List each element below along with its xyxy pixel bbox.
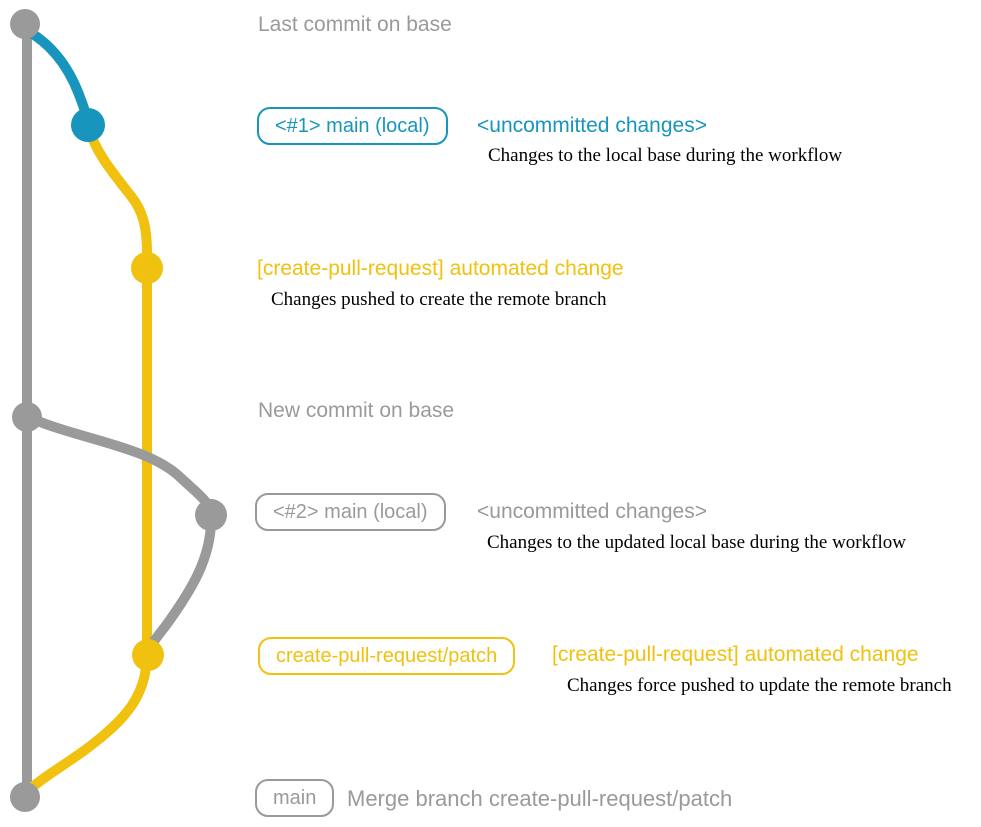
note-last-commit-on-base: Last commit on base bbox=[258, 13, 452, 36]
commit-title-automated-2: [create-pull-request] automated change bbox=[552, 643, 919, 666]
commit-node-automated-1 bbox=[131, 252, 163, 284]
rebase-into-patch-path bbox=[143, 512, 217, 662]
branch-tag-patch: create-pull-request/patch bbox=[258, 637, 516, 675]
branch-tag-local-main-2: <#2> main (local) bbox=[255, 493, 446, 531]
note-new-commit-on-base: New commit on base bbox=[258, 399, 455, 422]
branch-tag-local-main-1: <#1> main (local) bbox=[257, 107, 448, 145]
commit-node-local-main-2 bbox=[195, 499, 227, 531]
commit-desc-automated-1: Changes pushed to create the remote bran… bbox=[271, 289, 607, 310]
merge-patch-path bbox=[21, 650, 152, 798]
commit-node-local-main-1 bbox=[71, 108, 105, 142]
patch-branch-line bbox=[83, 120, 152, 661]
commit-title-automated-1: [create-pull-request] automated change bbox=[257, 257, 624, 280]
local-main-branch-path bbox=[21, 25, 93, 130]
updated-local-main-path bbox=[23, 412, 216, 522]
commit-desc-uncommitted-1: Changes to the local base during the wor… bbox=[488, 145, 843, 166]
commit-desc-automated-2: Changes force pushed to update the remot… bbox=[567, 675, 952, 696]
branch-tag-main: main bbox=[255, 779, 335, 817]
commit-node-merge bbox=[10, 782, 40, 812]
commit-node-automated-2 bbox=[132, 639, 164, 671]
merge-commit-message: Merge branch create-pull-request/patch bbox=[347, 786, 733, 811]
commit-title-uncommitted-1: <uncommitted changes> bbox=[477, 114, 707, 137]
commit-title-uncommitted-2: <uncommitted changes> bbox=[477, 500, 707, 523]
git-graph-svg bbox=[10, 9, 227, 812]
commit-node-new-base bbox=[12, 402, 42, 432]
commit-node-last-base bbox=[10, 9, 40, 39]
commit-desc-uncommitted-2: Changes to the updated local base during… bbox=[487, 532, 906, 553]
